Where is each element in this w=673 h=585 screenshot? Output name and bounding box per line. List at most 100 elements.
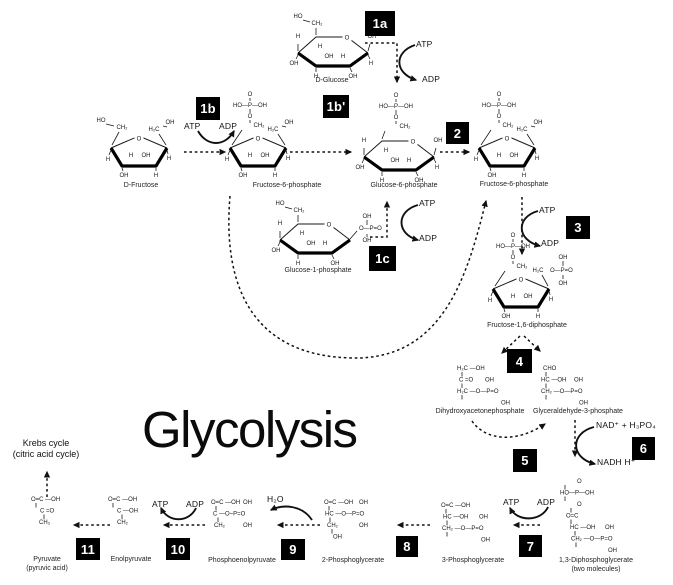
molecule-label-d-glucose: D-Glucose — [257, 76, 407, 85]
atom-label-o: O — [511, 233, 516, 239]
atom-label-o: O — [519, 278, 524, 284]
step-box-10: 10 — [166, 538, 190, 560]
atom-label-h: H — [314, 74, 318, 80]
atom-label-h: H — [154, 173, 158, 179]
atom-label-h: H — [323, 241, 327, 247]
bond — [281, 125, 287, 128]
atom-label-o: O — [248, 92, 253, 98]
atom-label-oh: OH — [415, 178, 424, 184]
atom-label-oh: OH — [559, 255, 568, 261]
atom-label-h: H — [318, 44, 322, 50]
cofactor-curve-arrow — [400, 204, 420, 242]
step-box-9: 9 — [281, 539, 305, 560]
atom-label: CH₃ — [39, 520, 51, 526]
atom-label: HO—P—OH — [560, 491, 594, 497]
bond — [111, 131, 120, 146]
atom-label-h: H — [535, 156, 539, 162]
atom-label: CH₂ — [117, 520, 129, 526]
molecule-name: D-Fructose — [123, 182, 159, 189]
atom-label: O=C —OH — [211, 500, 240, 506]
atom-label-h: H — [380, 178, 384, 184]
bond — [433, 158, 437, 164]
cofactor-label-adp: ADP — [219, 121, 238, 131]
bond — [349, 67, 353, 73]
molecule-name: Enolpyruvate — [110, 556, 152, 563]
cofactor-label-nadh-h: NADH H⁺ — [597, 457, 636, 467]
molecule-subname: (two molecules) — [571, 566, 621, 573]
atom-label-oh: OH — [120, 173, 129, 179]
bond — [489, 167, 492, 172]
atom-label-oh: OH — [272, 248, 281, 254]
atom-label: O=C — [566, 514, 579, 520]
step-box-label: 1a — [372, 16, 388, 31]
atom-label: OH — [501, 401, 510, 407]
atom-label-o: O — [327, 223, 332, 229]
step-box-label: 4 — [515, 353, 524, 369]
atom-label-ch2: CH₂ — [294, 208, 306, 214]
atom-label: H₂C —OH — [457, 366, 485, 372]
atom-label-oh: OH — [434, 138, 443, 144]
atom-label-o: O — [256, 137, 261, 143]
atom-label-hopoh: HO—P—OH — [496, 244, 530, 250]
atom-label-h: H — [497, 153, 501, 159]
atom-label-o: O — [511, 255, 516, 261]
atom-label-o: O — [137, 137, 142, 143]
atom-label: OH — [574, 378, 583, 384]
step-box-label: 8 — [403, 539, 411, 554]
atom-label-o: O — [394, 93, 399, 99]
atom-label-h: H — [278, 221, 282, 227]
atom-label: OH — [243, 523, 252, 529]
bond — [121, 167, 124, 172]
cofactor-label-atp: ATP — [503, 497, 520, 507]
atom-label-oh: OH — [290, 61, 299, 67]
cofactor-curve-arrow — [269, 504, 313, 521]
step-box-label: 1b' — [326, 99, 346, 114]
molecule-label-glucose-1-phosphate: Glucose-1-phosphate — [243, 266, 393, 275]
cofactor-label-adp: ADP — [419, 233, 438, 243]
atom-label-h: H — [488, 298, 492, 304]
atom-label: CH₂ — [327, 523, 339, 529]
atom-label-h: H — [248, 153, 252, 159]
cofactor-curve-arrow — [575, 426, 597, 466]
arrow-layer — [43, 42, 597, 529]
step-box-label: 10 — [170, 541, 186, 557]
atom-label: CHO — [543, 366, 557, 372]
atom-label-ch2: CH₂ — [254, 123, 266, 129]
step-box-label: 7 — [526, 538, 535, 554]
atom-label-h: H — [296, 261, 300, 267]
atom-label: O=C —OH — [441, 503, 470, 509]
molecule-label-phosphoenolpyruvate: Phosphoenolpyruvate — [167, 556, 317, 565]
atom-label-hopoh: HO—P—OH — [482, 103, 516, 109]
atom-label-h: H — [474, 157, 478, 163]
atom-label-h: H — [384, 148, 388, 154]
atom-label-h: H — [536, 314, 540, 320]
cofactor-label-adp: ADP — [422, 74, 441, 84]
atom-label-oh: OH — [331, 261, 340, 267]
atom-label: O — [577, 502, 582, 508]
atom-label-o: O — [505, 137, 510, 143]
atom-label-ho: HO — [276, 201, 285, 207]
step-box-label: 5 — [521, 453, 529, 468]
atom-label-ch2: CH₂ — [503, 123, 515, 129]
bond — [284, 206, 293, 210]
atom-label: C —O~P=O — [213, 512, 246, 518]
atom-label-oh: OH — [356, 165, 365, 171]
molecule-name: 2-Phosphoglycerate — [321, 557, 385, 564]
molecule-name: Glucose-6-phosphate — [370, 182, 438, 189]
step-box-7: 7 — [519, 535, 542, 557]
atom-label: HC —OH — [541, 378, 566, 384]
step-box-3: 3 — [566, 216, 590, 239]
atom-label-h: H — [167, 156, 171, 162]
bond — [295, 54, 299, 60]
step-box-label: 9 — [289, 542, 297, 557]
step-box-label: 1c — [375, 251, 390, 266]
atom-label-oh: OH — [368, 34, 377, 40]
bond — [541, 274, 549, 287]
atom-label: CH₂ —O—P=O — [571, 537, 613, 543]
